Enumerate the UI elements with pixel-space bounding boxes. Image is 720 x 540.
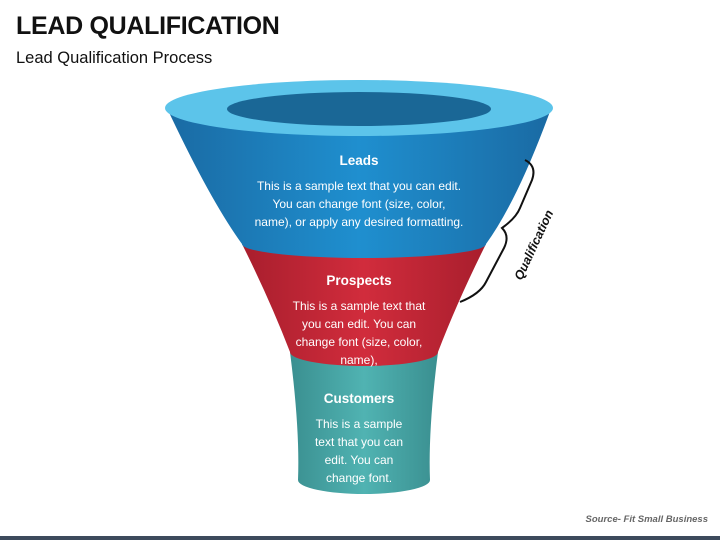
- stage-heading: Prospects: [326, 273, 392, 288]
- stage-description: This is a sample text that you can edit.…: [292, 299, 426, 367]
- stage-description: This is a sample text that you can edit.…: [254, 179, 464, 229]
- stage-heading: Customers: [323, 391, 395, 406]
- page-subtitle: Lead Qualification Process: [16, 49, 213, 67]
- qualification-bracket: [459, 159, 535, 303]
- stage-prospects-text: Prospects This is a sample text that you…: [289, 273, 429, 369]
- funnel-stage-prospects: [242, 244, 486, 366]
- stage-description: This is a sample text that you can edit.…: [314, 417, 404, 485]
- funnel-opening: [227, 92, 491, 126]
- funnel-stage-leads: [166, 106, 552, 258]
- stage-leads-text: Leads This is a sample text that you can…: [254, 153, 464, 231]
- stage-customers-text: Customers This is a sample text that you…: [306, 391, 412, 487]
- stage-heading: Leads: [339, 153, 379, 168]
- source-note: Source- Fit Small Business: [585, 514, 708, 525]
- funnel-stage-customers: [290, 352, 438, 494]
- page-title: LEAD QUALIFICATION: [16, 12, 280, 40]
- footer-bar: [0, 536, 720, 540]
